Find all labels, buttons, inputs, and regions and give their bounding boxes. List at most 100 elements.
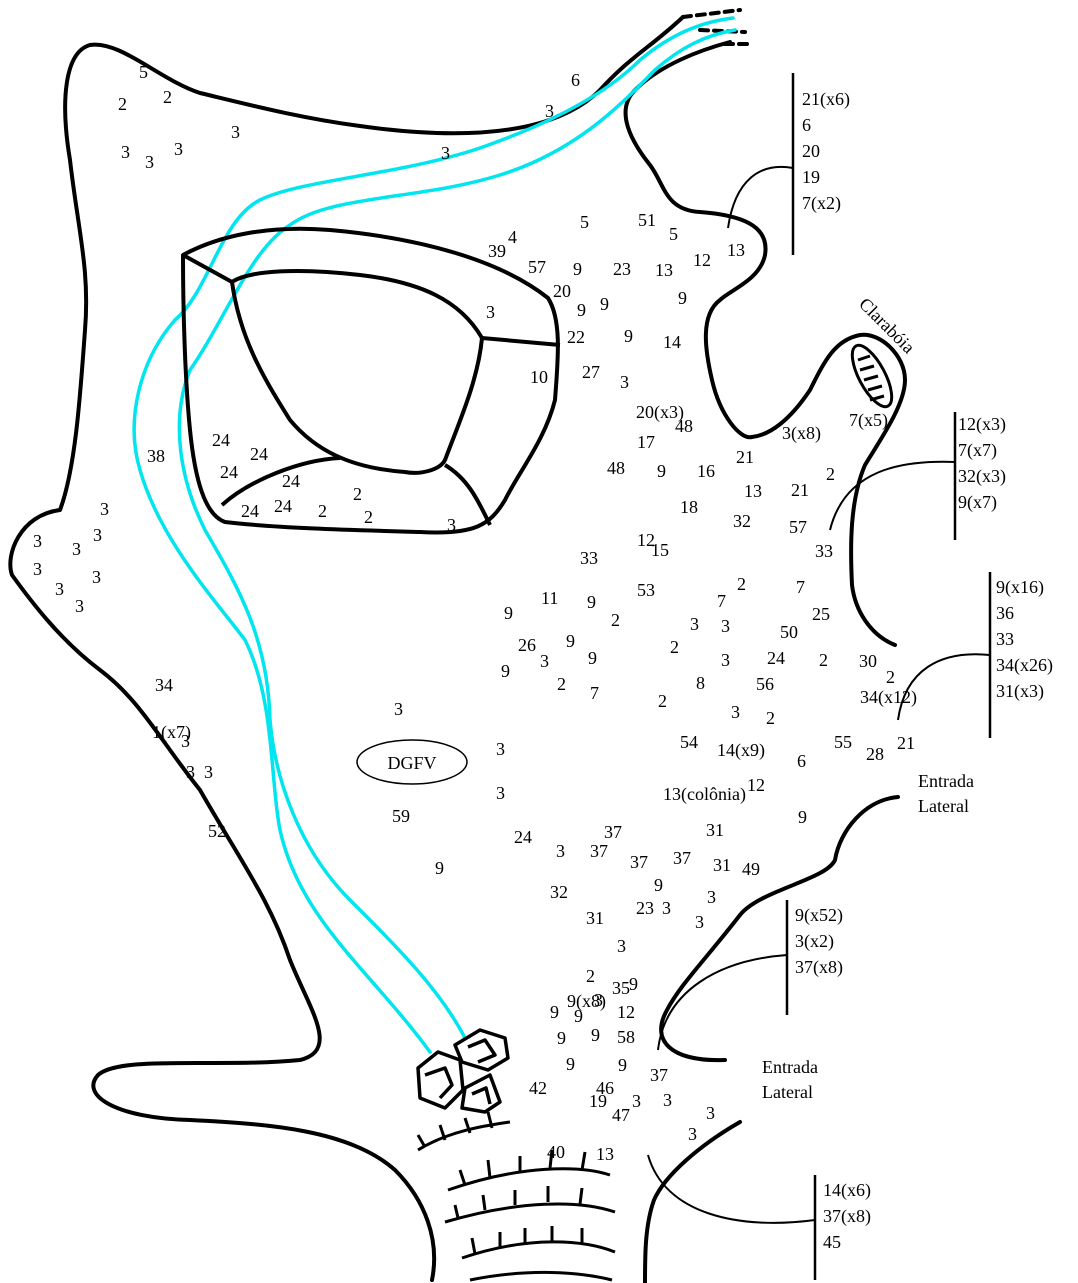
- specimen-count: 9: [577, 300, 586, 320]
- slope-ticks-1: [418, 1112, 492, 1147]
- entrada-lateral-1-line2: Lateral: [918, 796, 969, 816]
- chamber-divider-2: [482, 338, 560, 345]
- legend-5-pointer: [648, 1155, 815, 1223]
- legend-4-line: 3(x2): [795, 931, 834, 952]
- boulder-3-detail: [472, 1088, 490, 1104]
- specimen-count: 3: [145, 152, 154, 172]
- wall-segment-bottom-right: [645, 1122, 740, 1283]
- legend-3-line: 34(x26): [996, 655, 1053, 676]
- chamber-outer: [183, 229, 558, 533]
- specimen-count: 9: [550, 1002, 559, 1022]
- specimen-count: 14(x9): [717, 740, 765, 761]
- specimen-count: 21: [791, 480, 809, 500]
- entrada-lateral-2: Entrada Lateral: [762, 1057, 818, 1102]
- specimen-count: 33: [580, 548, 598, 568]
- legend-1-line: 21(x6): [802, 89, 850, 110]
- specimen-count: 40: [547, 1142, 565, 1162]
- legend-3-line: 33: [996, 629, 1014, 649]
- specimen-count: 2: [586, 966, 595, 986]
- specimen-count: 55: [834, 732, 852, 752]
- specimen-count: 3: [394, 699, 403, 719]
- specimen-count: 48: [675, 416, 693, 436]
- legend-2-line: 9(x7): [958, 492, 997, 513]
- specimen-count: 3: [181, 731, 190, 751]
- specimen-count: 53: [637, 580, 655, 600]
- specimen-count: 9: [618, 1055, 627, 1075]
- specimen-count: 58: [617, 1027, 635, 1047]
- specimen-count: 3: [72, 539, 81, 559]
- specimen-count: 2: [658, 691, 667, 711]
- specimen-count: 9: [798, 807, 807, 827]
- specimen-count: 3: [707, 887, 716, 907]
- specimen-count: 3: [620, 372, 629, 392]
- specimen-count: 9: [624, 326, 633, 346]
- specimen-count: 12: [693, 250, 711, 270]
- legend-2-line: 12(x3): [958, 414, 1006, 435]
- legend-1-line: 7(x2): [802, 193, 841, 214]
- legend-1-line: 6: [802, 115, 811, 135]
- entrada-lateral-1: Entrada Lateral: [918, 771, 974, 816]
- legend-4-line: 9(x52): [795, 905, 843, 926]
- specimen-count: 28: [866, 744, 884, 764]
- specimen-count: 3: [231, 122, 240, 142]
- specimen-count: 18: [680, 497, 698, 517]
- specimen-count: 7: [717, 591, 726, 611]
- specimen-count: 3: [204, 762, 213, 782]
- specimen-count: 6: [571, 70, 580, 90]
- specimen-count: 37: [650, 1065, 668, 1085]
- specimen-count: 2: [163, 87, 172, 107]
- specimen-count: 8: [696, 673, 705, 693]
- specimen-count: 56: [756, 674, 774, 694]
- specimen-count: 9: [587, 592, 596, 612]
- specimen-count: 7(x5): [849, 410, 888, 431]
- specimen-count: 24: [514, 827, 532, 847]
- specimen-count: 9: [557, 1028, 566, 1048]
- specimen-count: 11: [541, 588, 558, 608]
- boulder-1-detail: [425, 1068, 452, 1098]
- specimen-count: 37: [673, 848, 691, 868]
- specimen-count: 3: [441, 143, 450, 163]
- cave-wall-left: [10, 17, 683, 1280]
- specimen-count: 34: [155, 675, 173, 695]
- specimen-count: 3: [100, 499, 109, 519]
- specimen-count: 2: [611, 610, 620, 630]
- specimen-count: 9: [435, 858, 444, 878]
- specimen-count: 2: [118, 94, 127, 114]
- specimen-count: 9: [504, 603, 513, 623]
- specimen-count: 59: [392, 806, 410, 826]
- specimen-count: 24: [241, 501, 259, 521]
- specimen-count: 13: [655, 260, 673, 280]
- slope-arc-3: [445, 1204, 615, 1222]
- specimen-count: 3: [594, 990, 603, 1010]
- specimen-count: 5: [580, 212, 589, 232]
- specimen-count: 50: [780, 622, 798, 642]
- specimen-count: 54: [680, 732, 698, 752]
- specimen-count: 13: [744, 481, 762, 501]
- specimen-count: 3: [93, 525, 102, 545]
- legend-4-line: 37(x8): [795, 957, 843, 978]
- chamber-divider-1: [183, 255, 232, 282]
- specimen-count: 20: [553, 281, 571, 301]
- legend-5-line: 45: [823, 1232, 841, 1252]
- specimen-count: 3: [496, 783, 505, 803]
- specimen-count: 3: [174, 139, 183, 159]
- specimen-count: 2: [819, 650, 828, 670]
- specimen-count: 32: [550, 882, 568, 902]
- specimen-count: 14: [663, 332, 681, 352]
- specimen-count: 9: [629, 974, 638, 994]
- specimen-count: 3: [688, 1124, 697, 1144]
- specimen-count: 42: [529, 1078, 547, 1098]
- specimen-count: 16: [697, 461, 715, 481]
- legend-2-pointer: [830, 462, 955, 530]
- entrada-lateral-2-line1: Entrada: [762, 1057, 818, 1077]
- specimen-count: 35: [612, 978, 630, 998]
- specimen-count: 3: [33, 531, 42, 551]
- specimen-count: 3: [55, 579, 64, 599]
- specimen-count: 3: [721, 616, 730, 636]
- specimen-count: 9: [588, 648, 597, 668]
- specimen-count: 3: [662, 898, 671, 918]
- specimen-count: 5: [139, 62, 148, 82]
- specimen-count: 23: [636, 898, 654, 918]
